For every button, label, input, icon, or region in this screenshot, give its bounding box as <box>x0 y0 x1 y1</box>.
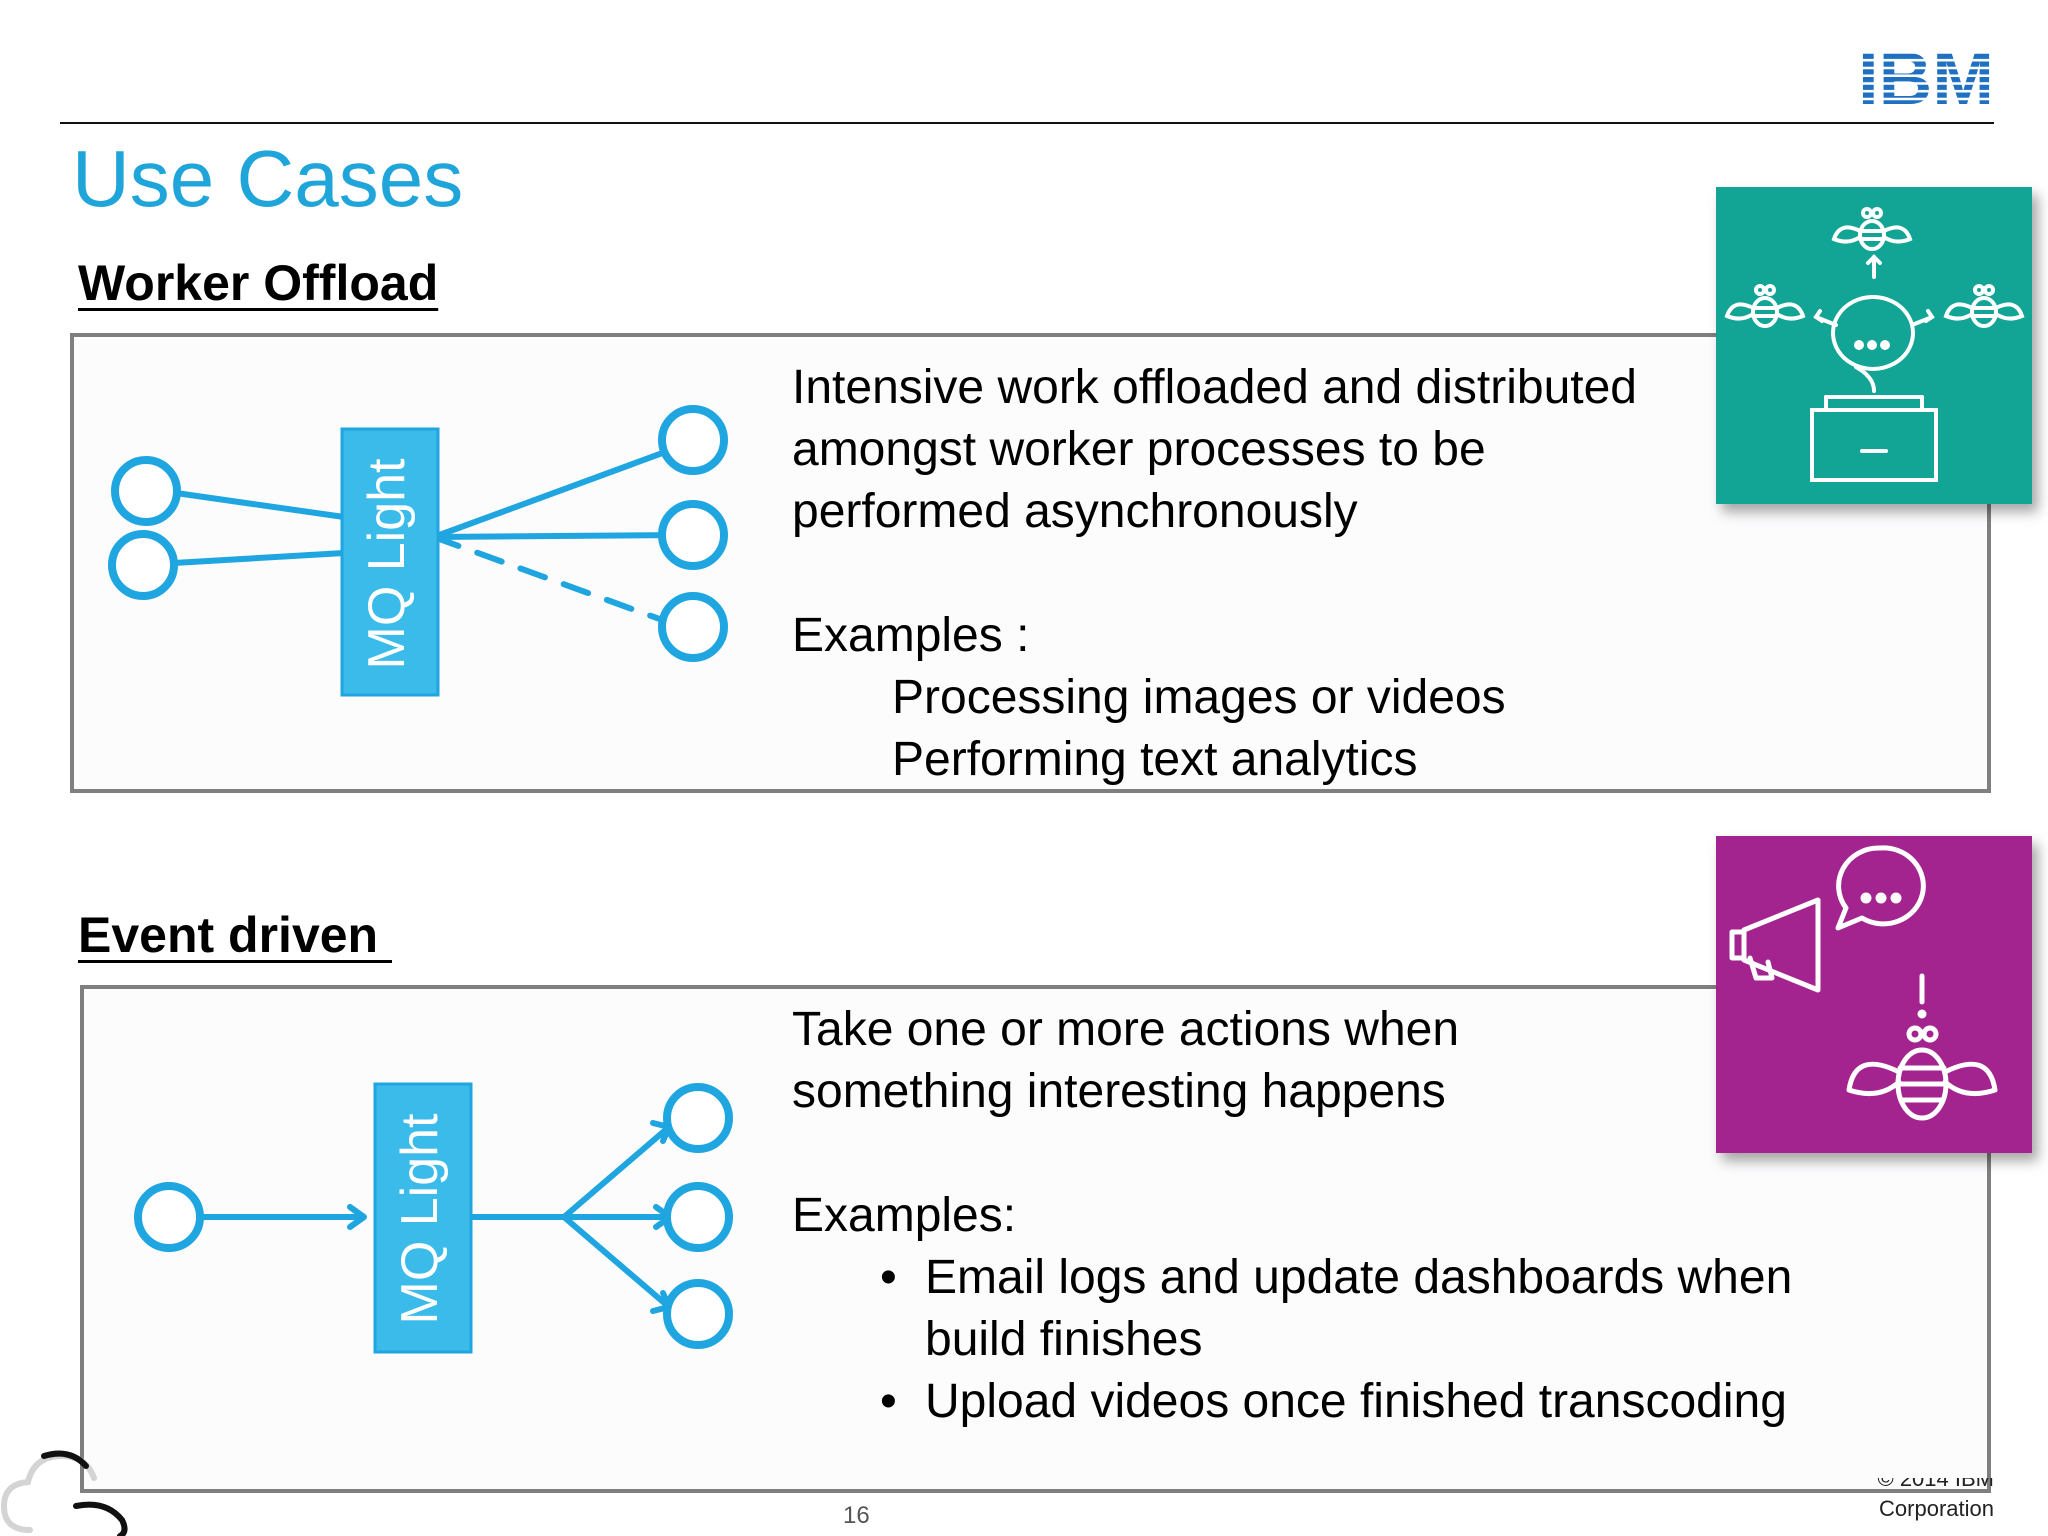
description-line: Intensive work offloaded and distributed <box>792 361 1637 414</box>
worker-node-icon <box>658 405 728 475</box>
slide-title: Use Cases <box>72 134 464 223</box>
copyright-notice: © 2014 IBM Corporation <box>1877 1478 1995 1521</box>
worker-node-icon <box>658 592 728 662</box>
connector-line <box>431 441 690 540</box>
bee-icon <box>1724 284 1806 328</box>
bee-icon <box>1831 207 1913 251</box>
connector-line <box>173 490 347 520</box>
examples-label: Examples : <box>792 609 1030 662</box>
mq-light-hub <box>340 427 440 697</box>
producer-node-icon <box>111 456 181 526</box>
example-item-continuation: build finishes <box>925 1313 1203 1366</box>
worker-offload-panel: MQ Light Intensive work offloaded and di… <box>70 333 1991 793</box>
ibm-logo: IBM <box>1858 46 1994 108</box>
action-node-icon <box>663 1182 733 1252</box>
examples-label: Examples: <box>792 1189 1017 1242</box>
example-item: Processing images or videos <box>892 671 1506 724</box>
worker-offload-diagram: MQ Light <box>108 405 728 697</box>
section-heading-event-driven: Event driven <box>78 907 392 963</box>
bee-icon <box>1846 1025 1998 1121</box>
mq-light-hub-label: MQ Light <box>358 458 416 670</box>
mq-light-hub <box>373 1082 473 1354</box>
description-line: performed asynchronously <box>792 485 1358 538</box>
worker-bees-icon <box>1724 207 2025 482</box>
description-line: amongst worker processes to be <box>792 423 1486 476</box>
chat-bubble-icon <box>1835 845 1926 931</box>
bee-icon <box>1943 284 2025 328</box>
bullet-icon: • <box>880 1375 897 1428</box>
connector-line <box>431 532 690 540</box>
chat-bubble-icon <box>1831 295 1915 393</box>
arrow-head-icon <box>347 1204 367 1230</box>
cloud-icon <box>0 1450 128 1536</box>
event-driven-panel: MQ Light Take one or more actions when s… <box>80 985 1991 1493</box>
page-number: 16 <box>843 1502 870 1529</box>
worker-node-icon <box>658 500 728 570</box>
event-driven-badge <box>1716 836 2032 1153</box>
alert-icon <box>1917 973 1927 1019</box>
megaphone-bee-icon <box>1729 845 1998 1121</box>
mq-light-hub-label: MQ Light <box>391 1113 449 1325</box>
worker-offload-badge <box>1716 187 2032 504</box>
action-node-icon <box>663 1279 733 1349</box>
event-driven-diagram: MQ Light <box>134 1082 733 1354</box>
section-heading-worker-offload: Worker Offload <box>78 255 439 311</box>
example-item: Performing text analytics <box>892 733 1418 786</box>
connector-line <box>171 550 347 566</box>
example-item: •Email logs and update dashboards when <box>872 1247 1792 1309</box>
event-source-node-icon <box>134 1182 204 1252</box>
connector-line <box>561 1214 672 1310</box>
description-line: something interesting happens <box>792 1065 1446 1118</box>
drawer-icon <box>1810 408 1938 482</box>
header-rule <box>60 122 1994 124</box>
action-node-icon <box>663 1083 733 1153</box>
megaphone-icon <box>1729 897 1821 993</box>
producer-node-icon <box>108 530 178 600</box>
description-line: Take one or more actions when <box>792 1003 1460 1056</box>
example-item: •Upload videos once finished transcoding <box>872 1371 1792 1433</box>
bullet-icon: • <box>880 1251 897 1304</box>
connector-dashed-line <box>431 534 690 632</box>
connector-line <box>561 1124 672 1220</box>
